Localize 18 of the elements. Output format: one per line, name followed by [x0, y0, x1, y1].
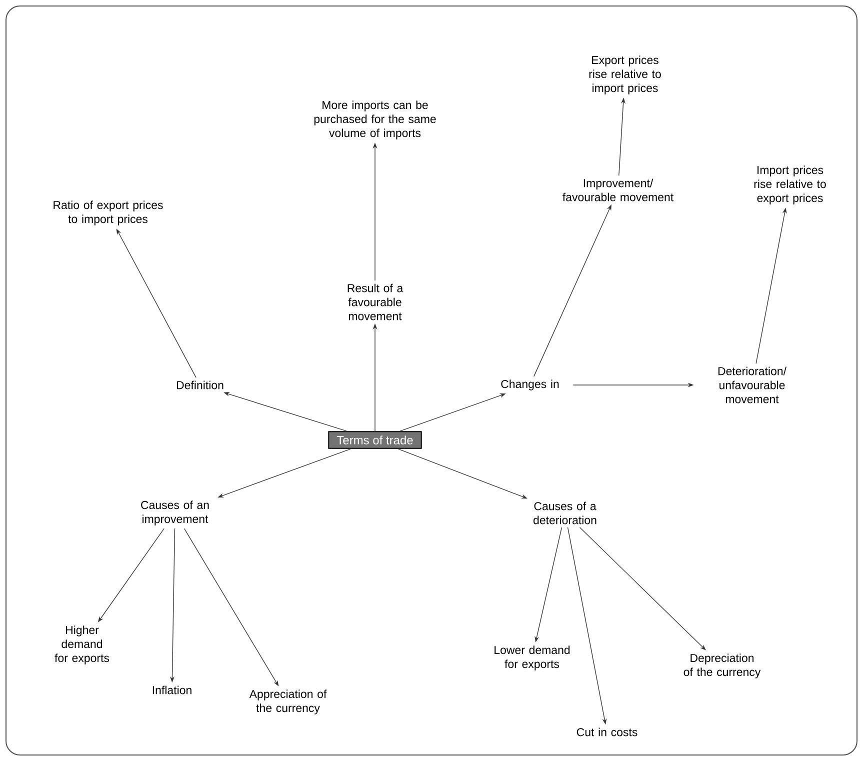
- topic-label: Changes in: [501, 380, 559, 390]
- topic-label: Higher demand for exports: [54, 626, 110, 664]
- topic-label: Depreciation of the currency: [684, 654, 761, 678]
- topic-label: Appreciation of the currency: [249, 690, 327, 714]
- topic-label: Export prices rise relative to import prices: [589, 56, 661, 94]
- topic-label: Deterioration/ unfavourable movement: [718, 366, 786, 404]
- topic-label: Lower demand for exports: [494, 646, 570, 670]
- central-box: Terms of trade: [328, 431, 422, 449]
- topic-label: Causes of a deterioration: [534, 502, 596, 524]
- topic-label: Import prices rise relative to export prices: [754, 166, 826, 204]
- topic-label: Causes of an improvement: [141, 500, 209, 526]
- topic-label: Ratio of export prices to import prices: [54, 200, 163, 226]
- topic-label: Improvement/ favourable movement: [562, 178, 674, 202]
- topic-label: Inflation: [152, 686, 192, 694]
- topic-label: More imports can be purchased for the same volume of imports: [314, 100, 436, 140]
- topic-label: Definition: [176, 380, 224, 390]
- topic-label: Result of a favourable movement: [348, 284, 404, 320]
- topic-label: Cut in costs: [576, 728, 638, 736]
